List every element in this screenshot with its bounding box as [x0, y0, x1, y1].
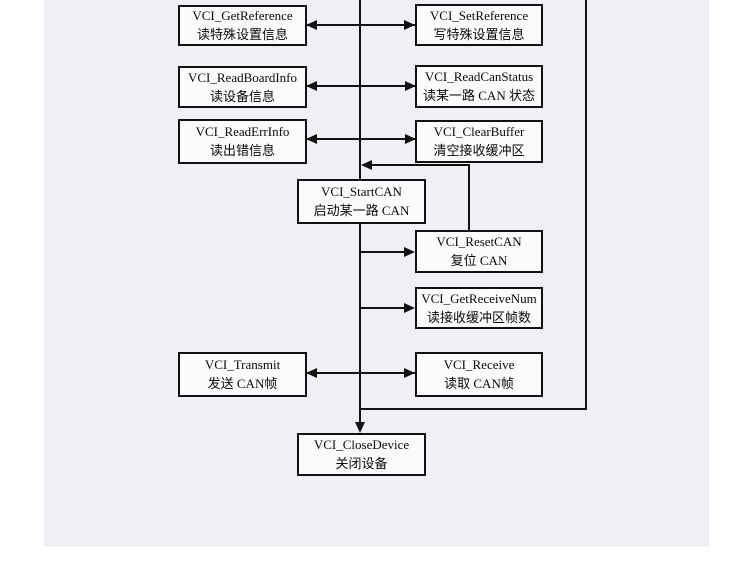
arrowhead-left-transmit [306, 368, 317, 378]
node-func-label: VCI_StartCAN [321, 184, 402, 199]
node-desc-label: 读接收缓冲区帧数 [426, 309, 531, 325]
arrowhead-left-row2 [306, 81, 317, 91]
arrowhead-right-row3 [405, 134, 416, 144]
node-func-label: VCI_CloseDevice [313, 437, 410, 452]
node-vci-setreference: VCI_SetReference 写特殊设置信息 [415, 4, 543, 46]
node-func-label: VCI_GetReceiveNum [421, 290, 537, 306]
arrowhead-right-getreceivenum [404, 303, 415, 313]
node-func-label: VCI_GetReference [192, 8, 293, 23]
node-vci-clearbuffer: VCI_ClearBuffer 清空接收缓冲区 [415, 120, 543, 163]
node-desc-label: 读某一路 CAN 状态 [423, 88, 535, 103]
node-vci-closedevice: VCI_CloseDevice 关闭设备 [297, 433, 426, 476]
connector-mainline-getreceivenum [360, 307, 408, 309]
node-func-label: VCI_SetReference [429, 7, 529, 23]
node-vci-readerrinfo: VCI_ReadErrInfo 读出错信息 [178, 119, 307, 164]
node-desc-label: 写特殊设置信息 [433, 26, 525, 42]
node-func-label: VCI_ReadBoardInfo [187, 69, 298, 85]
connector-transmit-receive [307, 372, 415, 374]
node-vci-startcan: VCI_StartCAN 启动某一路 CAN [297, 179, 426, 224]
node-desc-label: 关闭设备 [335, 456, 388, 471]
node-vci-readcanstatus: VCI_ReadCanStatus 读某一路 CAN 状态 [415, 65, 543, 108]
connector-mainline-resetcan [360, 251, 408, 253]
resetcan-loopback-horizontal-line [363, 164, 470, 166]
node-vci-getreceivenum: VCI_GetReceiveNum 读接收缓冲区帧数 [415, 287, 543, 329]
node-desc-label: 启动某一路 CAN [313, 203, 410, 218]
right-return-vertical-line [585, 0, 587, 410]
arrowhead-down-to-closedevice [355, 422, 365, 433]
arrowhead-right-resetcan [404, 247, 415, 257]
node-desc-label: 读取 CAN帧 [444, 376, 514, 391]
node-func-label: VCI_ReadCanStatus [424, 69, 534, 84]
node-desc-label: 发送 CAN帧 [207, 376, 278, 391]
connector-readerrinfo-clearbuffer [307, 138, 416, 140]
node-func-label: VCI_ReadErrInfo [195, 124, 290, 139]
node-vci-getreference: VCI_GetReference 读特殊设置信息 [178, 5, 307, 46]
node-func-label: VCI_ClearBuffer [433, 124, 525, 139]
node-func-label: VCI_Receive [443, 357, 515, 372]
connector-getreference-setreference [307, 24, 415, 26]
right-return-horizontal-line [360, 408, 587, 410]
arrowhead-left-row3 [306, 134, 317, 144]
resetcan-loopback-vertical-line [468, 164, 470, 230]
node-vci-resetcan: VCI_ResetCAN 复位 CAN [415, 230, 543, 273]
node-desc-label: 读设备信息 [209, 88, 275, 104]
node-vci-receive: VCI_Receive 读取 CAN帧 [415, 352, 543, 397]
arrowhead-right-row2 [405, 81, 416, 91]
node-desc-label: 清空接收缓冲区 [433, 143, 525, 158]
arrowhead-left-row1 [306, 20, 317, 30]
node-desc-label: 读出错信息 [209, 143, 275, 158]
arrowhead-right-receive [404, 368, 415, 378]
node-desc-label: 读特殊设置信息 [196, 27, 288, 42]
node-func-label: VCI_ResetCAN [436, 234, 522, 249]
node-desc-label: 复位 CAN [450, 253, 508, 268]
node-func-label: VCI_Transmit [204, 357, 281, 372]
node-vci-readboardinfo: VCI_ReadBoardInfo 读设备信息 [178, 66, 307, 108]
connector-readboardinfo-readcanstatus [307, 85, 416, 87]
arrowhead-right-row1 [404, 20, 415, 30]
arrowhead-left-loopback [361, 160, 372, 170]
node-vci-transmit: VCI_Transmit 发送 CAN帧 [178, 352, 307, 397]
